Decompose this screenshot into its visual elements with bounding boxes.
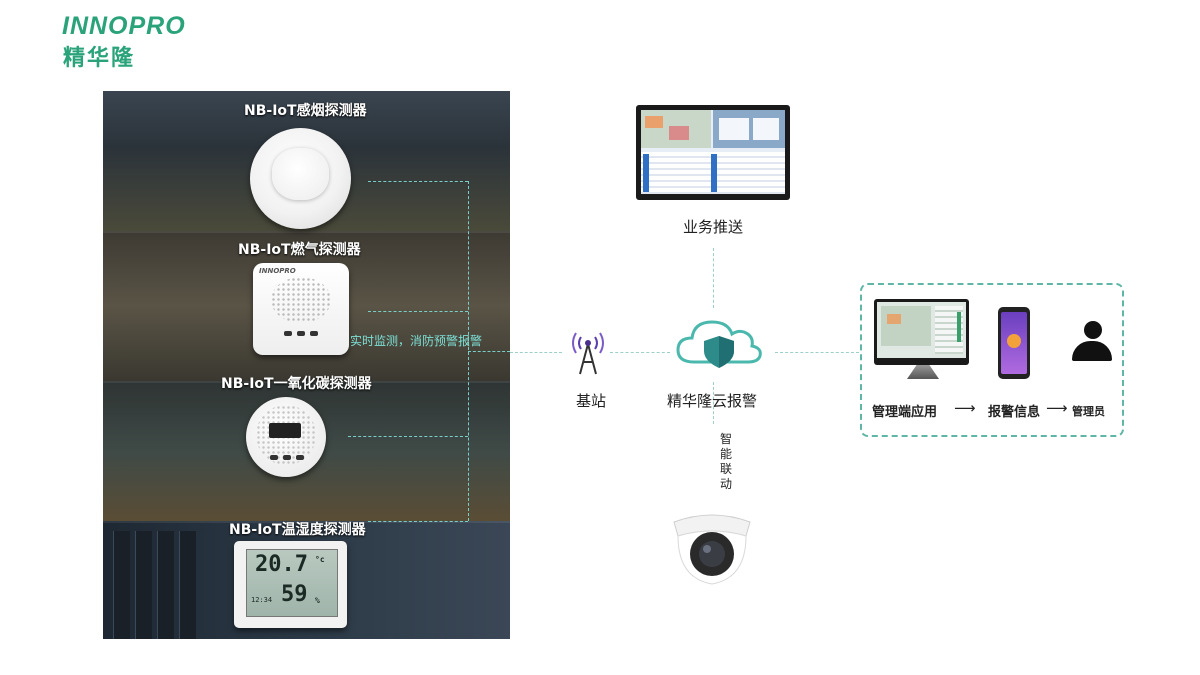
admin-label: 管理员 [1072,405,1105,418]
alarm-info-label: 报警信息 [988,405,1041,420]
gas-detector-grill [271,277,331,323]
person-icon [1084,321,1102,339]
phone-icon [998,307,1030,379]
arrow-1: ⟶ [954,399,976,417]
server-rack [135,531,152,639]
management-screen [877,302,966,358]
humidity-unit: % [315,596,320,605]
server-rack [113,531,130,639]
logo-chinese: 精华隆 [63,46,136,71]
temperature-value: 20.7 [255,552,308,577]
smart-linkage-label: 智能联动 [720,432,733,491]
person-icon-body [1072,341,1112,361]
camera-icon [673,514,751,585]
co-detector-image [246,397,326,477]
scene-divider [103,381,510,383]
connector-line [610,352,670,353]
dashboard-screen [641,110,785,194]
cloud-alarm-label: 精华隆云报警 [667,392,758,410]
connector-line [368,521,468,522]
gas-detector-buttons [284,331,318,336]
management-app-label: 管理端应用 [872,405,938,420]
smoke-detector-cap [272,148,329,200]
monitoring-text: 实时监测，消防预警报警 [350,334,483,348]
co-detector-display [269,423,301,438]
server-rack [157,531,174,639]
monitor-stand [907,365,939,379]
connector-line [510,352,562,353]
arrow-2: ⟶ [1046,399,1068,417]
smoke-detector-label: NB-IoT感烟探测器 [244,103,367,119]
server-rack [179,531,196,639]
cloud-shield-icon [676,320,762,368]
co-detector-buttons [270,455,304,460]
connector-line [468,351,510,352]
logo-english: INNOPRO [62,12,186,40]
connector-line [368,181,468,182]
scene-divider [103,231,510,233]
gas-detector-brand: INNOPRO [259,267,296,275]
business-push-label: 业务推送 [683,218,744,236]
th-detector-lcd: 20.7 °c 59 % 12:34 [246,549,338,617]
scene-divider [103,521,510,523]
phone-screen [1001,312,1027,374]
device-photo-panel: NB-IoT感烟探测器 NB-IoT燃气探测器 INNOPRO NB-IoT一氧… [103,91,510,639]
th-detector-image: 20.7 °c 59 % 12:34 [234,541,347,628]
connector-line [348,436,468,437]
th-detector-label: NB-IoT温湿度探测器 [229,522,366,538]
connector-line [775,352,859,353]
temperature-unit: °c [315,555,325,564]
gas-detector-image: INNOPRO [253,263,349,355]
base-station-label: 基站 [576,392,607,410]
phone-alert-dot [1007,334,1021,348]
humidity-value: 59 [281,582,308,607]
smoke-detector-image [250,128,351,229]
connector-line [368,311,468,312]
monitor-icon [874,299,969,365]
connector-line [713,248,714,308]
management-box: 管理端应用 ⟶ 报警信息 ⟶ 管理员 [860,283,1124,437]
connector-line [713,382,714,424]
business-dashboard-monitor [636,105,790,200]
gas-detector-label: NB-IoT燃气探测器 [238,242,361,258]
lcd-time: 12:34 [251,596,273,604]
antenna-icon [572,332,604,375]
co-detector-label: NB-IoT一氧化碳探测器 [221,376,372,392]
